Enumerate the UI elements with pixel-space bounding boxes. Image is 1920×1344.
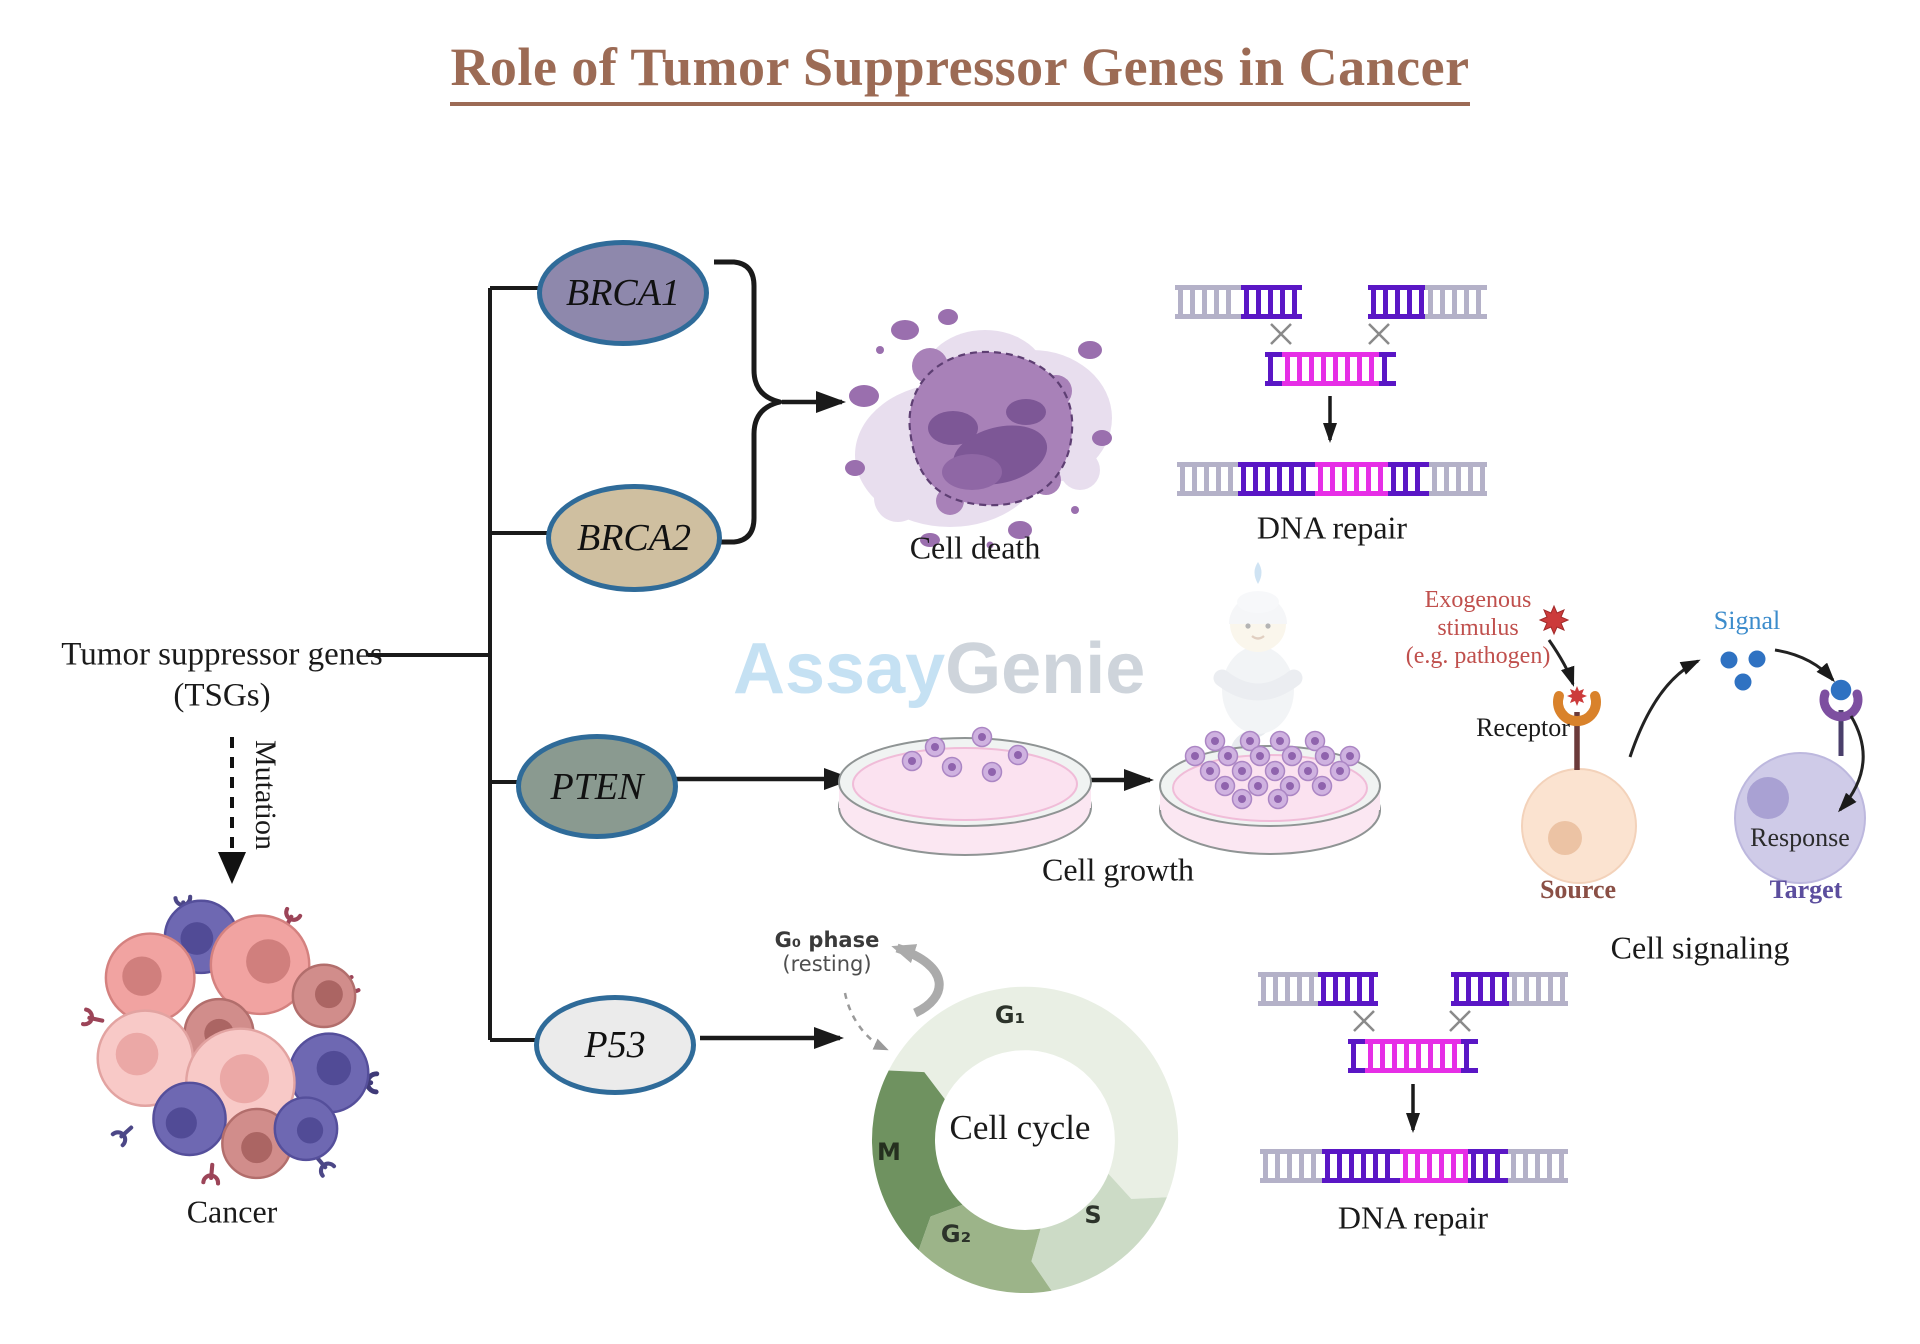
g0-phase-label: G₀ phase <box>774 928 880 952</box>
target-nucleus <box>1747 777 1789 819</box>
dna-repair-label-bottom: DNA repair <box>1337 1199 1489 1236</box>
dna-repair-marks <box>1270 323 1471 1032</box>
source-nucleus <box>1548 821 1582 855</box>
signaling-arrows <box>1547 639 1865 813</box>
tsg-label-line1: Tumor suppressor genes <box>61 636 383 673</box>
receptor-label: Receptor <box>1476 713 1570 742</box>
watermark: AssayGenie <box>733 628 1145 710</box>
gene-oval-brca1: BRCA1 <box>537 240 709 346</box>
signal-dots <box>1720 650 1766 691</box>
dna-repair-illustrations <box>1175 285 1568 1183</box>
cycle-segment-label-m: M <box>877 1138 901 1166</box>
g0-resting-label: (resting) <box>782 952 872 976</box>
gene-oval-p53: P53 <box>534 995 696 1095</box>
cycle-segment-label-g2: G₂ <box>940 1220 972 1248</box>
gene-oval-brca2: BRCA2 <box>546 484 722 592</box>
target-receptor-icon <box>1819 678 1863 756</box>
g0-arrows <box>843 943 944 1051</box>
tsg-label-line2: (TSGs) <box>173 677 271 714</box>
cycle-segment-3 <box>871 1070 963 1251</box>
pathogen-burst-icon <box>1567 686 1587 706</box>
target-label: Target <box>1769 875 1843 904</box>
page-title: Role of Tumor Suppressor Genes in Cancer <box>0 36 1920 106</box>
target-cell <box>1734 752 1866 884</box>
petri-dish-sparse <box>838 737 1092 856</box>
gene-label-brca2: BRCA2 <box>577 517 691 559</box>
cell-signaling-illustration <box>1521 604 1866 884</box>
cell-signaling-label: Cell signaling <box>1610 929 1790 966</box>
dna-repair-label-top: DNA repair <box>1256 509 1408 546</box>
cell-cycle-donut <box>871 986 1179 1294</box>
cancer-cells <box>96 899 370 1180</box>
cycle-segment-0 <box>888 986 1179 1199</box>
flow-arrows <box>672 768 1154 1049</box>
gene-label-pten: PTEN <box>550 765 644 808</box>
cell-growth-label: Cell growth <box>1042 851 1194 888</box>
watermark-genie: Genie <box>945 629 1146 709</box>
pathogen-icon <box>1538 604 1570 636</box>
cancer-cluster-illustration <box>81 894 380 1186</box>
source-cell <box>1521 768 1637 884</box>
gene-label-p53: P53 <box>584 1024 646 1066</box>
gene-oval-pten: PTEN <box>516 734 678 839</box>
source-receptor-icon <box>1553 686 1601 770</box>
cancer-label: Cancer <box>186 1193 278 1230</box>
source-label: Source <box>1539 875 1617 904</box>
cycle-segment-label-s: S <box>1084 1201 1102 1229</box>
cell-death-fragments <box>845 309 1112 549</box>
cycle-segment-1 <box>1031 1173 1167 1291</box>
cell-cycle-center-label: Cell cycle <box>949 1108 1091 1147</box>
watermark-assay: Assay <box>733 629 946 709</box>
watermark-genie-icon <box>1213 562 1303 777</box>
dna-repair-arrows <box>1323 396 1420 1133</box>
signal-label: Signal <box>1713 606 1781 635</box>
cell-death-illustration <box>845 309 1112 549</box>
tsg-tree-connector <box>368 286 549 1042</box>
cell-death-label: Cell death <box>909 529 1041 566</box>
cycle-segment-2 <box>918 1204 1052 1294</box>
petri-dish-cells <box>901 726 1361 810</box>
cycle-segment-label-g1: G₁ <box>994 1001 1026 1029</box>
mutation-arrow <box>218 737 246 884</box>
gene-label-brca1: BRCA1 <box>566 272 680 314</box>
brca-brace <box>714 259 846 545</box>
mutation-label: Mutation <box>249 740 282 850</box>
response-label: Response <box>1750 823 1850 852</box>
exogenous-stimulus-label: Exogenous stimulus (e.g. pathogen) <box>1405 587 1551 669</box>
